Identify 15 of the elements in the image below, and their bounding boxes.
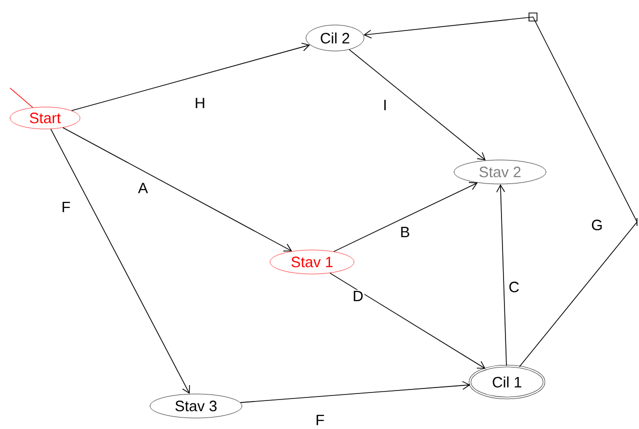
arrow bbox=[240, 381, 470, 403]
edge-label: C bbox=[508, 280, 520, 294]
edge-label: H bbox=[194, 96, 206, 110]
arrow bbox=[363, 12, 638, 368]
edge-label: A bbox=[137, 182, 149, 194]
arrow bbox=[62, 127, 292, 252]
edge-label: B bbox=[399, 226, 411, 238]
edge-label: D bbox=[352, 290, 364, 302]
arrow bbox=[71, 42, 310, 112]
arrow bbox=[330, 272, 486, 369]
arrow bbox=[348, 49, 486, 160]
arrow bbox=[496, 184, 507, 366]
edge-label: G bbox=[590, 218, 604, 232]
arrow bbox=[50, 128, 190, 394]
arrow bbox=[333, 182, 478, 252]
